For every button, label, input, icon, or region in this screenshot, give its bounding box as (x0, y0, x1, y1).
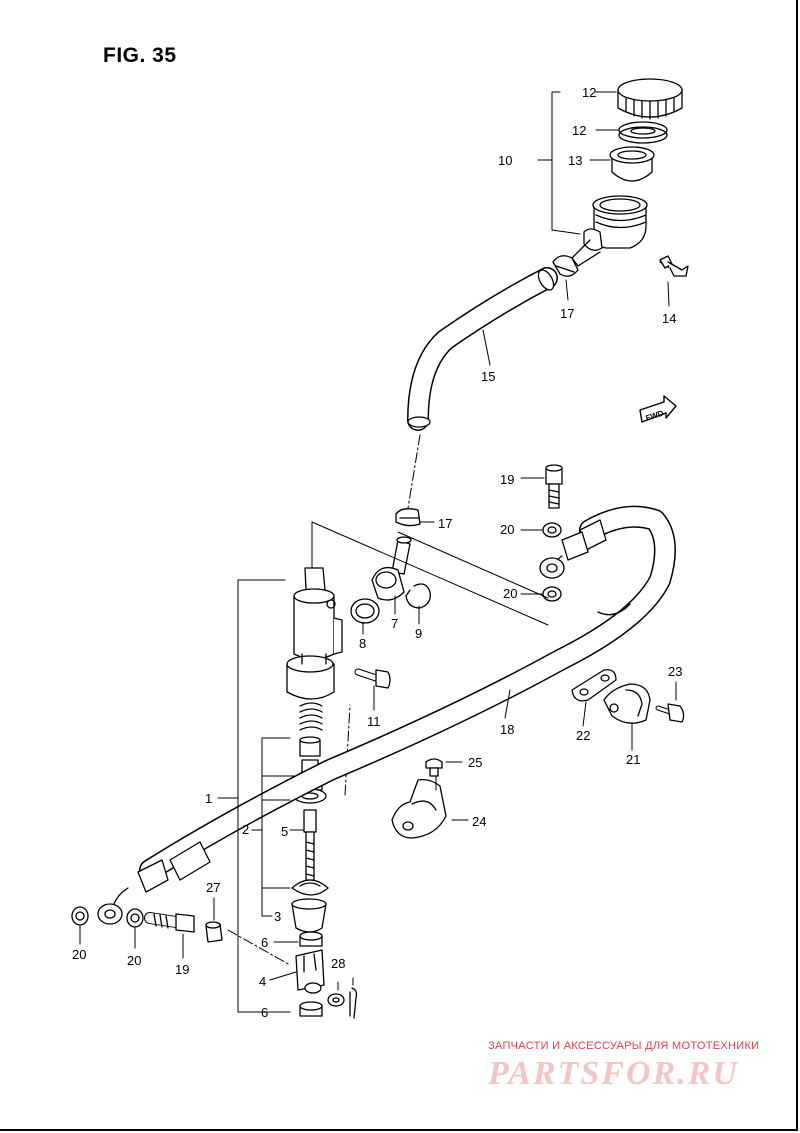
callout-17-upper: 17 (560, 306, 574, 321)
callout-18: 18 (500, 722, 514, 737)
callout-16: 15 (481, 369, 495, 384)
callout-20-b: 20 (127, 953, 141, 968)
callout-22: 22 (576, 728, 590, 743)
reservoir-cap (617, 78, 683, 120)
clevis-pin (205, 921, 223, 943)
reservoir-tank (571, 195, 648, 267)
gasket-20-a (71, 906, 89, 926)
bolt-15 (659, 255, 689, 277)
callout-6-lower: 6 (261, 1005, 268, 1020)
rubber-boot (291, 898, 327, 933)
screw-25 (425, 758, 443, 777)
hose-clamp-lower (395, 508, 421, 527)
banjo-end-upper (539, 557, 565, 579)
callout-5: 5 (281, 824, 288, 839)
hose-clamp-upper (552, 255, 579, 277)
piston-cup (299, 736, 321, 757)
bolt-10 (354, 668, 391, 689)
union-bolt-lower (144, 912, 195, 933)
callout-8: 8 (359, 636, 366, 651)
callout-9: 9 (415, 626, 422, 641)
callout-12: 12 (582, 85, 596, 100)
circlip (405, 583, 431, 609)
lock-nut-upper (299, 931, 323, 947)
callout-20-a: 20 (72, 947, 86, 962)
callout-20-c: 20 (500, 522, 514, 537)
callout-3: 3 (274, 909, 281, 924)
hose-clamp-24 (391, 778, 447, 839)
hose-clamp-21 (603, 683, 651, 724)
callout-19-lower: 19 (175, 962, 189, 977)
leader-lines (79, 91, 677, 1013)
callout-20-d: 20 (503, 586, 517, 601)
gasket-20-b (126, 908, 144, 928)
cotter-pin (349, 987, 358, 1019)
callout-24: 24 (472, 814, 486, 829)
callout-1: 1 (205, 791, 212, 806)
gasket-20-c (542, 522, 562, 538)
hose-guide-plate (571, 669, 617, 702)
master-cylinder-body (286, 567, 343, 700)
callout-26: 27 (206, 880, 220, 895)
callout-11: 10 (498, 153, 512, 168)
gasket-20-d (542, 586, 562, 602)
callout-13: 12 (572, 123, 586, 138)
piston-spring (299, 702, 323, 731)
callout-19-upper: 19 (500, 472, 514, 487)
screw-23 (655, 703, 685, 723)
diaphragm (609, 146, 655, 182)
diaphragm-plate (618, 121, 668, 144)
lock-nut-lower (299, 1001, 323, 1017)
callout-4: 4 (259, 974, 266, 989)
callout-23: 23 (668, 664, 682, 679)
piston-circlip (291, 879, 329, 896)
o-ring (350, 598, 380, 624)
washer-27 (327, 993, 345, 1007)
callout-17-lower: 17 (438, 516, 452, 531)
callout-27: 28 (331, 956, 345, 971)
callout-2: 2 (242, 822, 249, 837)
banjo-end-lower (97, 903, 123, 925)
watermark-caption: ЗАПЧАСТИ И АКСЕССУАРЫ ДЛЯ МОТОТЕХНИКИ (488, 1040, 760, 1052)
callout-25: 25 (468, 755, 482, 770)
callout-6-upper: 6 (261, 935, 268, 950)
figure-title: FIG. 35 (103, 44, 177, 67)
alignment-lines (227, 434, 421, 966)
reservoir-hose (407, 267, 558, 431)
clevis (295, 949, 325, 994)
callout-15: 14 (662, 311, 676, 326)
callout-21: 21 (626, 752, 640, 767)
callout-10: 11 (367, 714, 381, 729)
callout-7: 7 (391, 616, 398, 631)
union-bolt-upper (545, 464, 563, 509)
push-rod (303, 809, 317, 881)
callout-14: 13 (568, 153, 582, 168)
watermark-logo: PARTSFOR.RU (488, 1055, 739, 1092)
hose-joint (371, 536, 412, 601)
brake-hose (113, 505, 676, 905)
forward-direction-arrow (639, 395, 677, 423)
